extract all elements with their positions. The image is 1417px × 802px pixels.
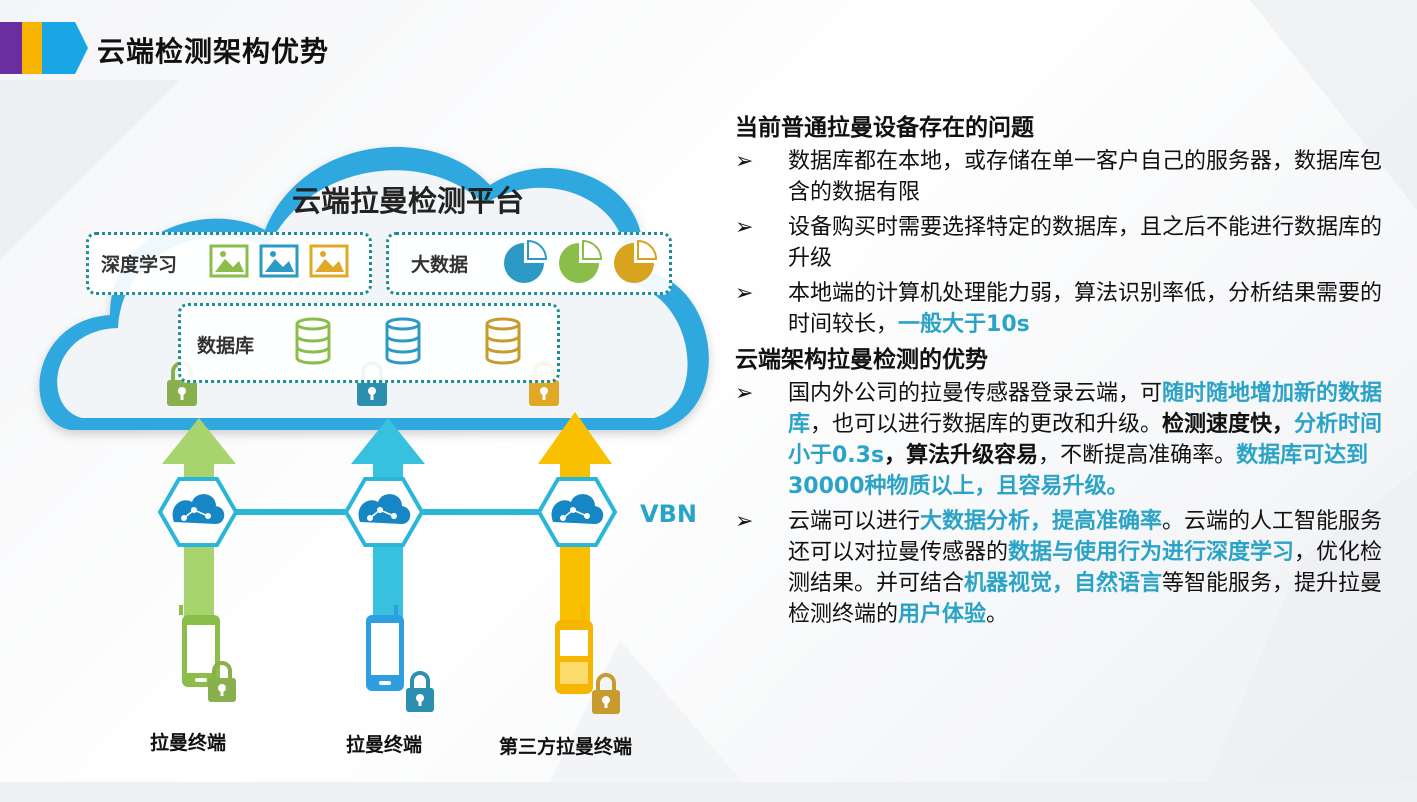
big-data-label: 大数据 <box>411 254 469 276</box>
bullet-text-run: 数据库可达到30000种物质以上，且容易升级。 <box>788 443 1369 499</box>
image-icons <box>209 244 349 278</box>
bullet-item: ➢ 设备购买时需要选择特定的数据库，且之后不能进行数据库的升级 <box>735 212 1403 274</box>
text-column: 当前普通拉曼设备存在的问题 ➢ 数据库都在本地，或存储在单一客户自己的服务器，数据… <box>735 112 1403 634</box>
bullet-text-run: 数据与使用行为进行深度学习 <box>1008 540 1295 565</box>
pie-chart-icons <box>504 239 658 283</box>
bullet-text-run: 数据库都在本地，或存储在单一客户自己的服务器，数据库包含的数据有限 <box>788 149 1383 205</box>
network-node-icon <box>536 477 618 547</box>
network-node-icon <box>343 477 425 547</box>
database-icon <box>385 317 421 365</box>
database-icon <box>295 317 331 365</box>
title-bar: 云端检测架构优势 <box>0 22 1417 74</box>
vbn-label: VBN <box>640 500 697 528</box>
database-label: 数据库 <box>197 335 255 357</box>
cloud-architecture-diagram: 云端拉曼检测平台 深度学习 大数据 <box>0 80 720 780</box>
bullet-text-run: ，也可以进行数据库的更改和升级。 <box>810 412 1163 437</box>
lock-icon <box>406 671 434 712</box>
bullet-text-run: 大数据分析，提高准确率 <box>920 509 1163 534</box>
advantages-list: ➢ 国内外公司的拉曼传感器登录云端，可随时随地增加新的数据库，也可以进行数据库的更… <box>735 378 1403 630</box>
bullet-arrow-icon: ➢ <box>735 149 754 174</box>
bullet-text-run: 。云端的人工智能服务还可以对拉曼传感器的 <box>788 509 1383 565</box>
bullet-item: ➢ 国内外公司的拉曼传感器登录云端，可随时随地增加新的数据库，也可以进行数据库的更… <box>735 378 1403 502</box>
bullet-arrow-icon: ➢ <box>735 215 754 240</box>
database-box: 数据库 <box>178 303 560 383</box>
image-icon <box>309 244 349 278</box>
section-heading-problems: 当前普通拉曼设备存在的问题 <box>735 115 1034 141</box>
cloud-platform-title: 云端拉曼检测平台 <box>292 184 525 218</box>
image-icon <box>209 244 249 278</box>
bullet-text-run: 机器视觉，自然语言 <box>964 571 1163 596</box>
bullet-text-run: 用户体验 <box>898 602 987 627</box>
bullet-text-run: ，不断提高准确率。 <box>1038 443 1237 468</box>
database-icons <box>295 317 521 365</box>
bullet-text-run: 云端可以进行 <box>788 509 921 534</box>
bullet-text-run: 分析时间小于0.3s <box>788 412 1383 468</box>
bullet-text-run: ，优化检测结果。并可结合 <box>788 540 1383 596</box>
bullet-text-run: 随时随地增加新的数据库 <box>788 381 1383 437</box>
lock-icon <box>592 673 620 714</box>
big-data-box: 大数据 <box>386 232 672 295</box>
footer-band <box>0 782 1417 802</box>
bullet-item: ➢ 云端可以进行大数据分析，提高准确率。云端的人工智能服务还可以对拉曼传感器的数据… <box>735 506 1403 630</box>
terminal-label: 第三方拉曼终端 <box>499 736 633 758</box>
bullet-text-run: 本地端的计算机处理能力弱，算法识别率低，分析结果需要的时间较长， <box>788 281 1383 337</box>
deep-learning-label: 深度学习 <box>101 254 178 276</box>
phone-terminal-icon <box>366 605 404 691</box>
network-node-icon <box>157 477 239 547</box>
title-arrow-icon <box>42 22 88 74</box>
terminal-label: 拉曼终端 <box>346 734 423 756</box>
title-accent-yellow <box>22 22 42 74</box>
pie-chart-icon <box>614 239 658 283</box>
pie-chart-icon <box>559 239 603 283</box>
section-heading-advantages: 云端架构拉曼检测的优势 <box>735 347 988 373</box>
deep-learning-box: 深度学习 <box>86 232 372 295</box>
phone-terminal-icon <box>179 605 220 687</box>
bullet-item: ➢ 数据库都在本地，或存储在单一客户自己的服务器，数据库包含的数据有限 <box>735 146 1403 208</box>
problems-list: ➢ 数据库都在本地，或存储在单一客户自己的服务器，数据库包含的数据有限 ➢ 设备购买时… <box>735 146 1403 340</box>
phone-terminal-icon <box>555 606 593 694</box>
pie-chart-icon <box>504 239 548 283</box>
image-icon <box>259 244 299 278</box>
bullet-arrow-icon: ➢ <box>735 281 754 306</box>
lock-icon <box>208 661 236 702</box>
bullet-arrow-icon: ➢ <box>735 509 754 534</box>
bullet-text-run: 检测速度快， <box>1162 412 1295 437</box>
database-icon <box>485 317 521 365</box>
page-title: 云端检测架构优势 <box>97 35 330 68</box>
title-accent-purple <box>0 22 22 74</box>
bullet-text-run: 。 <box>986 602 1009 627</box>
bullet-item: ➢ 本地端的计算机处理能力弱，算法识别率低，分析结果需要的时间较长，一般大于10s <box>735 278 1403 340</box>
bullet-arrow-icon: ➢ <box>735 381 754 406</box>
terminal-label: 拉曼终端 <box>150 732 227 754</box>
bullet-text-run: 国内外公司的拉曼传感器登录云端，可 <box>788 381 1163 406</box>
bullet-text-run: ，算法升级容易 <box>884 443 1039 468</box>
bullet-text-run: 一般大于10s <box>898 312 1030 337</box>
bullet-text-run: 等智能服务，提升拉曼检测终端的 <box>788 571 1383 627</box>
bullet-text-run: 设备购买时需要选择特定的数据库，且之后不能进行数据库的升级 <box>788 215 1383 271</box>
